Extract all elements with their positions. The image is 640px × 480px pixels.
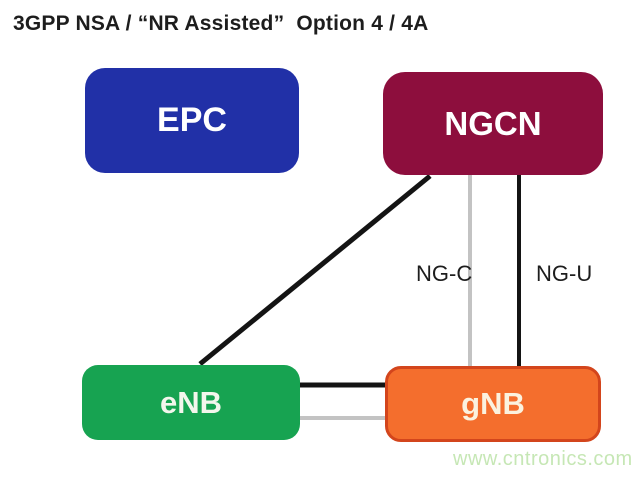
node-gnb-label: gNB — [461, 386, 525, 421]
node-ngcn-label: NGCN — [444, 104, 542, 142]
node-epc: EPC — [85, 68, 299, 173]
diagram-title: 3GPP NSA / “NR Assisted” Option 4 / 4A — [13, 12, 429, 35]
node-epc-label: EPC — [157, 101, 227, 139]
node-gnb: gNB — [385, 366, 601, 442]
node-enb: eNB — [82, 365, 300, 440]
edge-label-ng-u: NG-U — [536, 261, 593, 286]
edge-label-ng-c: NG-C — [416, 261, 473, 286]
node-ngcn: NGCN — [383, 72, 603, 175]
node-enb-label: eNB — [159, 384, 222, 420]
link-line-ngcn-enb — [198, 174, 432, 366]
watermark: www.cntronics.com — [453, 448, 633, 470]
